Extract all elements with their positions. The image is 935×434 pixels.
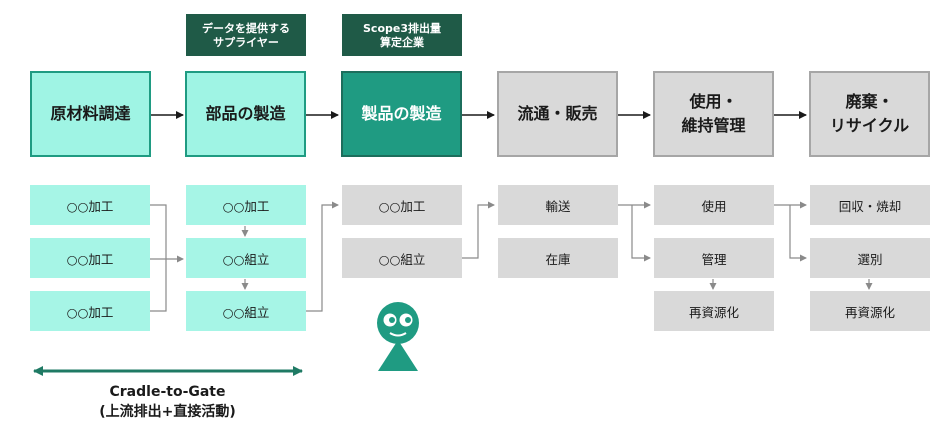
stage-distribution-sales: 流通・販売 [497,71,618,157]
caption-line1: Cradle-to-Gate [109,384,226,400]
process-box: 再資源化 [810,291,930,331]
process-box: ○○加工 [30,291,150,331]
process-box: 選別 [810,238,930,278]
stage-raw-material: 原材料調達 [30,71,151,157]
process-box: 在庫 [498,238,618,278]
stage-parts-manufacturing: 部品の製造 [185,71,306,157]
scope3-company-label: Scope3排出量 算定企業 [342,14,462,56]
process-box: 管理 [654,238,774,278]
process-box: 使用 [654,185,774,225]
process-box: 再資源化 [654,291,774,331]
process-box: ○○組立 [342,238,462,278]
cradle-to-gate-caption: Cradle-to-Gate (上流排出+直接活動) [60,382,275,422]
person-character-icon [377,302,419,371]
process-box: ○○加工 [186,185,306,225]
supplier-label: データを提供する サプライヤー [186,14,306,56]
stage-disposal-recycling: 廃棄・ リサイクル [809,71,930,157]
process-box: 輸送 [498,185,618,225]
stage-product-manufacturing: 製品の製造 [341,71,462,157]
process-box: ○○組立 [186,291,306,331]
process-box: ○○組立 [186,238,306,278]
stage-use-maintenance: 使用・ 維持管理 [653,71,774,157]
process-box: ○○加工 [30,185,150,225]
process-box: 回収・焼却 [810,185,930,225]
process-box: ○○加工 [30,238,150,278]
caption-line2: (上流排出+直接活動) [99,404,236,420]
sub-connectors [150,201,873,312]
process-box: ○○加工 [342,185,462,225]
